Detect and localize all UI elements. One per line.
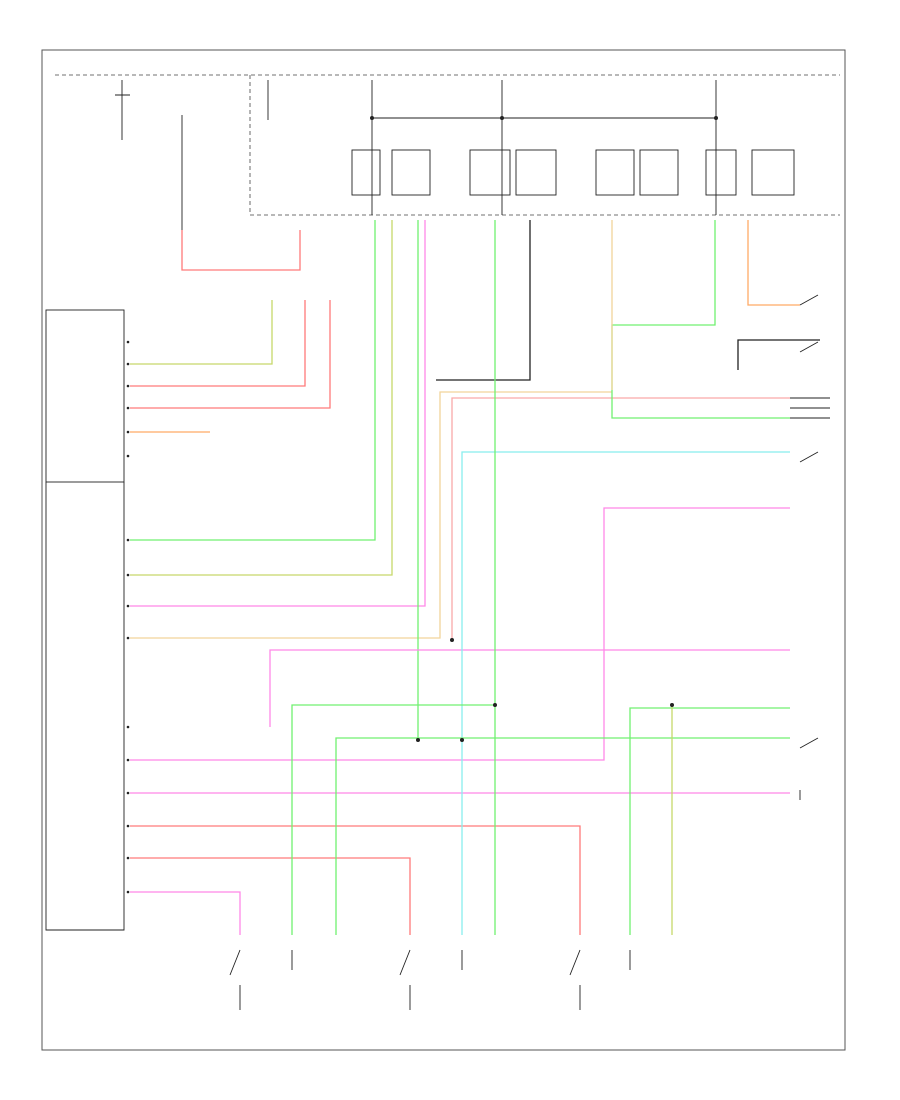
wire-pink-e [130,891,241,935]
relay-3 [469,149,511,196]
fuse-box-outline [55,74,840,216]
wire-orange-b [747,220,800,306]
wire-red-a [181,230,301,271]
wire-cyan-a [461,451,790,935]
wire-pink-b [269,649,790,727]
control-module [45,309,125,483]
wires [130,220,820,935]
wire-red-c [130,300,331,409]
wire-green-c [291,704,495,935]
wire-light-pink-a [451,397,790,640]
wire-green-f [629,707,790,935]
wire-pink-a [130,220,426,607]
relay-1 [351,149,381,196]
diagram-border [41,49,846,1051]
wire-red-b [130,300,306,387]
relay-4 [515,149,557,196]
splice-points [370,116,718,742]
wire-green-d [335,737,790,935]
wire-yellow-green-b [130,220,393,576]
wire-red-e [130,857,411,935]
module-pins [126,340,130,894]
relay-5 [595,149,635,196]
wire-green-a [130,220,376,541]
relay-7 [705,149,737,196]
wire-green-e [611,220,790,419]
wire-tan-a [130,391,612,639]
wire-yellow-green-a [130,300,273,365]
wire-pink-c [130,507,790,761]
relay-8 [751,149,795,196]
bottom-switches [229,949,631,1010]
wire-dark-a [436,220,531,381]
relay-group [351,149,795,196]
power-feeds [115,80,717,230]
wire-red-d [130,825,581,935]
module-main-body [45,482,125,931]
wire-dark-b [737,339,820,370]
relay-2 [391,149,431,196]
relay-6 [639,149,679,196]
right-switches [790,294,830,800]
